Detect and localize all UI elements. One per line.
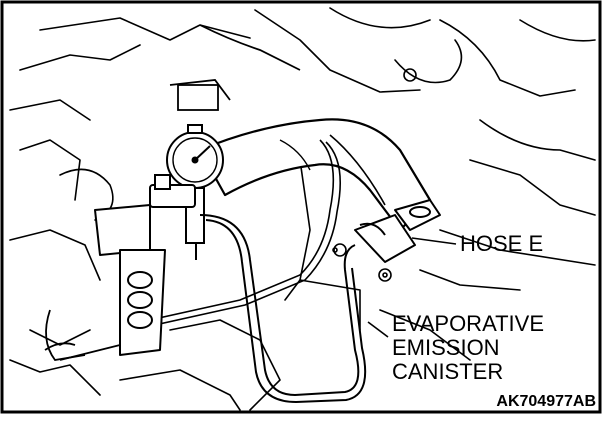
- intake-hose: [198, 118, 432, 232]
- figure-code: AK704977AB: [496, 393, 596, 410]
- diagram-frame: [0, 0, 602, 414]
- canister-bracket: [94, 204, 166, 356]
- vacuum-hose: [199, 214, 367, 404]
- canister-label-line3: CANISTER: [392, 359, 503, 384]
- leader-lines: [367, 237, 457, 338]
- canister-label-line2: EMISSION: [392, 335, 500, 360]
- corrugated-tube: [129, 139, 342, 351]
- hose-e: [354, 199, 441, 263]
- canister-label-line1: EVAPORATIVE: [392, 311, 544, 336]
- vacuum-gauge-icon: [149, 124, 224, 260]
- hose-e-label: HOSE E: [460, 231, 543, 256]
- wire-harness: [44, 24, 301, 361]
